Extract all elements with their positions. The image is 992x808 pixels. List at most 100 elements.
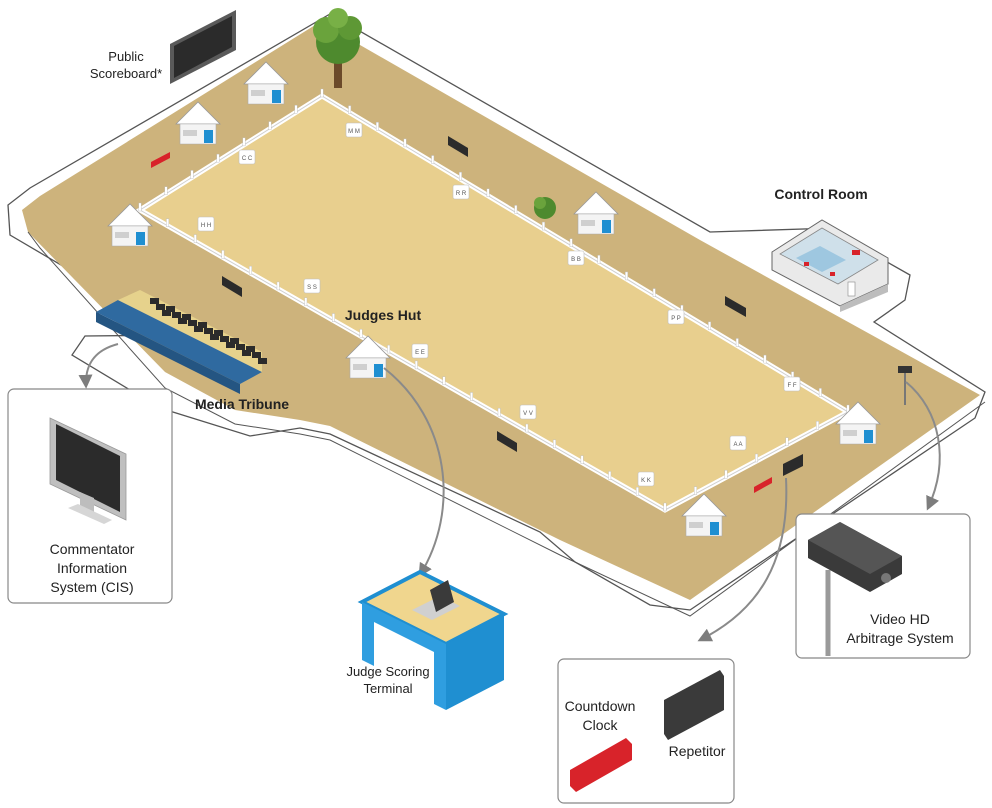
media-tribune-icon [96, 290, 267, 394]
fence-post [387, 344, 391, 354]
arena-marker-letter: M M [348, 129, 360, 135]
fence-post [580, 455, 584, 464]
tribune-monitor [178, 318, 187, 324]
control-room-label: Control Room [774, 186, 867, 202]
fence-post [816, 421, 819, 430]
arena-marker-letter: E E [415, 350, 425, 356]
fence-post [470, 392, 473, 401]
countdown-clock-label-line2: Clock [582, 717, 618, 733]
fence-post [249, 265, 252, 275]
arena-marker-v: V V [519, 404, 537, 420]
tribune-monitor [182, 314, 191, 320]
fence-post [348, 105, 352, 114]
fence-post [442, 376, 446, 385]
fence-post [166, 218, 170, 227]
fence-post [785, 437, 789, 446]
judges-hut-icon [681, 493, 727, 537]
fence-post [553, 439, 556, 449]
tribune-monitor [150, 298, 159, 304]
repetitor-icon [664, 670, 724, 740]
tribune-monitor [194, 326, 203, 332]
cis-detail-box: Commentator Information System (CIS) [7, 388, 173, 604]
judge-terminal-icon [357, 569, 509, 710]
fence-post [294, 105, 298, 114]
tribune-monitor [172, 312, 181, 318]
arena-marker-m: M M [345, 122, 363, 138]
arena-marker-f: F F [783, 376, 801, 392]
arena-marker-letter: F F [788, 383, 797, 389]
countdown-clock-label-line1: Countdown [565, 698, 636, 714]
arena-screen-icon [497, 431, 517, 452]
fence-post [304, 297, 308, 306]
fence-post [268, 121, 272, 130]
arena-fence [138, 88, 850, 512]
arena-screen-icon [222, 276, 242, 297]
fence-post [694, 486, 697, 495]
fence-post [414, 360, 418, 370]
fence-post [497, 408, 501, 417]
arena-marker-c: C C [238, 149, 256, 165]
tribune-monitor [214, 330, 223, 336]
tribune-monitor [156, 304, 165, 310]
fence-post [735, 338, 739, 347]
cis-label-line2: Information [57, 560, 127, 576]
arena-marker-e: E E [411, 343, 429, 359]
fence-post [403, 138, 407, 148]
arena-marker-letter: K K [641, 478, 651, 484]
video-system-label-line2: Arbitrage System [846, 630, 953, 646]
clock-to-detail-connector [697, 477, 788, 642]
clock-repetitor-detail-box: Countdown Clock Repetitor [557, 658, 735, 804]
fence-post [625, 271, 628, 281]
arena-marker-letter: S S [307, 285, 317, 291]
fence-post [431, 155, 435, 164]
tribune-monitor [236, 344, 245, 350]
video-system-detail-box: Video HD Arbitrage System [795, 513, 971, 659]
connectors [78, 343, 941, 642]
bush-icon [534, 197, 556, 219]
public-scoreboard-label-line2: Scoreboard* [90, 66, 162, 81]
fence-post [542, 221, 545, 231]
arena-marker-letter: B B [571, 257, 581, 263]
judges-hut-icon [243, 61, 289, 105]
judges-hut-label: Judges Hut [345, 307, 422, 323]
arena-screens [151, 136, 803, 493]
tribune-monitor [242, 350, 251, 356]
cis-label-line3: System (CIS) [50, 579, 133, 595]
repetitor-label: Repetitor [669, 743, 726, 759]
tribune-monitor [166, 306, 175, 312]
judge-terminal-label-line1: Judge Scoring [346, 664, 429, 679]
arena-marker-h: H H [197, 216, 215, 232]
repetitor-icon [783, 454, 803, 476]
fence-post [359, 329, 363, 338]
tribune-monitor [220, 336, 229, 342]
fence-post [276, 281, 280, 291]
fence-post [193, 234, 197, 243]
tribune-monitor [210, 334, 219, 340]
arena-markers: M M C C R R H H B B S S P P E E F F V V A A K K [197, 122, 801, 487]
video-system-label-line1: Video HD [870, 611, 930, 627]
arena-marker-letter: V V [523, 411, 533, 417]
tribune-monitor [252, 352, 261, 358]
arena-marker-letter: P P [671, 316, 681, 322]
fence-post [242, 137, 246, 147]
cis-label-line1: Commentator [50, 541, 135, 557]
judge-terminal-label-line2: Terminal [363, 681, 412, 696]
judges-hut-icon [175, 101, 221, 145]
tribune-to-cis-connector [78, 343, 119, 389]
arena-marker-a: A A [729, 435, 747, 451]
fence-post [755, 453, 758, 463]
tribune-monitor [258, 358, 267, 364]
tents [107, 61, 881, 537]
fence-post [724, 470, 728, 479]
arena-marker-letter: H H [201, 223, 211, 229]
arena-marker-s: S S [303, 278, 321, 294]
fence-post [216, 153, 220, 163]
media-tribune-label: Media Tribune [195, 396, 289, 412]
fence-post [375, 122, 379, 131]
fence-post [763, 354, 767, 364]
fence-post [164, 186, 168, 195]
fence-post [663, 502, 667, 512]
arena-marker-r: R R [452, 184, 470, 200]
fence-post [652, 288, 656, 297]
